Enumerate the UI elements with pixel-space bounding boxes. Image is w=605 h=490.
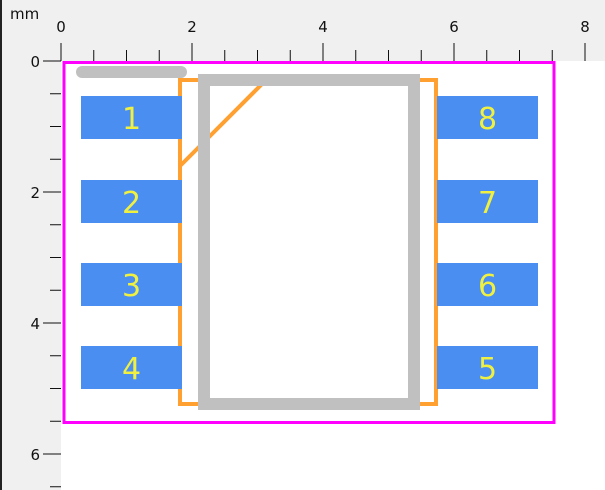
pad-3[interactable]: 3 bbox=[81, 263, 182, 306]
fab-outline-left bbox=[178, 78, 204, 406]
pad-shape[interactable] bbox=[437, 180, 538, 223]
unit-label: mm bbox=[10, 5, 39, 23]
x-ruler-label: 4 bbox=[318, 18, 328, 36]
pad-2[interactable]: 2 bbox=[81, 180, 182, 223]
pad-shape[interactable] bbox=[81, 346, 182, 389]
y-ruler-label: 4 bbox=[30, 315, 40, 333]
pad-number: 2 bbox=[122, 186, 141, 221]
pad-shape[interactable] bbox=[437, 96, 538, 139]
pads: 1 2 3 4 8 7 6 5 bbox=[81, 96, 538, 389]
rulers: 0 2 4 6 8 0 2 4 6 bbox=[30, 18, 590, 488]
pad-7[interactable]: 7 bbox=[437, 180, 538, 223]
x-ruler-label: 8 bbox=[580, 18, 590, 36]
pad-1[interactable]: 1 bbox=[81, 96, 182, 139]
pad-shape[interactable] bbox=[437, 346, 538, 389]
x-ruler-label: 2 bbox=[187, 18, 197, 36]
pad-number: 4 bbox=[122, 352, 141, 387]
pad-shape[interactable] bbox=[81, 96, 182, 139]
pad-number: 8 bbox=[478, 102, 497, 137]
x-ruler-label: 6 bbox=[449, 18, 459, 36]
y-ruler-label: 2 bbox=[30, 184, 40, 202]
pad-number: 1 bbox=[122, 102, 141, 137]
courtyard-outline bbox=[62, 61, 556, 424]
pad-number: 6 bbox=[478, 269, 497, 304]
pad-number: 7 bbox=[478, 186, 497, 221]
pad-shape[interactable] bbox=[81, 180, 182, 223]
x-ruler-label: 0 bbox=[56, 18, 66, 36]
y-ruler-label: 6 bbox=[30, 446, 40, 464]
pad-6[interactable]: 6 bbox=[437, 263, 538, 306]
fab-outline-right bbox=[412, 78, 438, 406]
pad-number: 3 bbox=[122, 269, 141, 304]
pad-number: 5 bbox=[478, 352, 497, 387]
pad-8[interactable]: 8 bbox=[437, 96, 538, 139]
pad-4[interactable]: 4 bbox=[81, 346, 182, 389]
pad-shape[interactable] bbox=[437, 263, 538, 306]
pad-shape[interactable] bbox=[81, 263, 182, 306]
fab-pin1-chamfer bbox=[178, 82, 264, 168]
silkscreen-body bbox=[198, 74, 420, 410]
window-border bbox=[0, 0, 2, 490]
pad-5[interactable]: 5 bbox=[437, 346, 538, 389]
y-ruler-label: 0 bbox=[30, 53, 40, 71]
